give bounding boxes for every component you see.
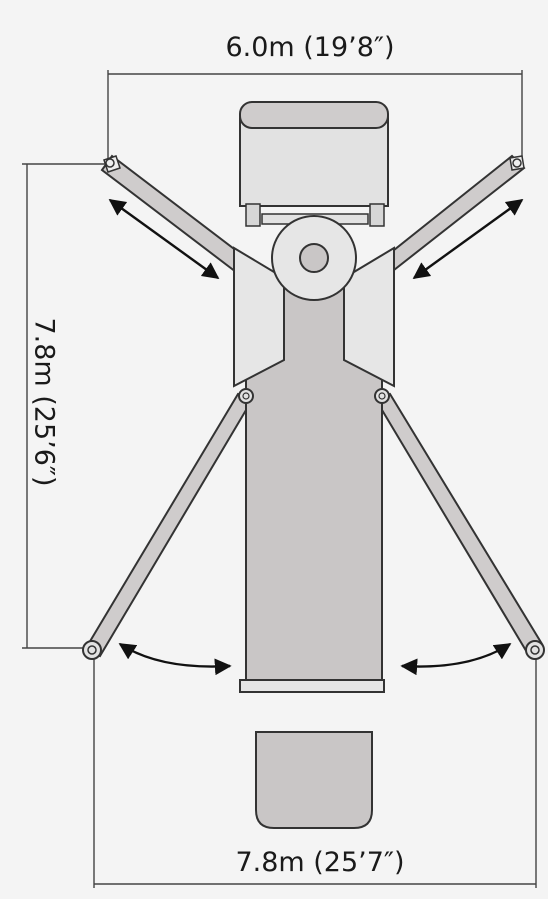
cab-roof-strip	[239, 101, 389, 129]
rear-right-swing-arrow	[400, 642, 512, 676]
front-right-extend-arrow	[412, 199, 524, 279]
cab-mount-right	[369, 203, 385, 227]
front-left-extend-arrow	[108, 199, 220, 279]
rear-outrigger-left	[82, 392, 254, 660]
hinge-right	[374, 388, 390, 404]
turret-center	[299, 243, 329, 273]
front-outrigger-left	[100, 154, 248, 274]
housing-right	[343, 246, 395, 388]
cab-mount-left	[245, 203, 261, 227]
counterweight	[255, 731, 373, 829]
dimension-side	[22, 163, 108, 649]
hinge-left	[238, 388, 254, 404]
housing-left	[233, 246, 285, 388]
dimension-bottom	[93, 650, 537, 888]
pad-rear-right	[525, 640, 545, 660]
rear-left-swing-arrow	[118, 642, 232, 676]
pad-front-right	[509, 155, 525, 171]
rear-bumper	[239, 679, 385, 693]
dimension-top-label: 6.0m (19’8″)	[225, 32, 395, 63]
dimension-bottom-label: 7.8m (25’7″)	[235, 847, 405, 878]
dimension-side-label: 7.8m (25’6″)	[28, 317, 60, 487]
dimension-top	[107, 70, 523, 160]
rear-outrigger-right	[374, 392, 545, 660]
pad-rear-left	[82, 640, 102, 660]
